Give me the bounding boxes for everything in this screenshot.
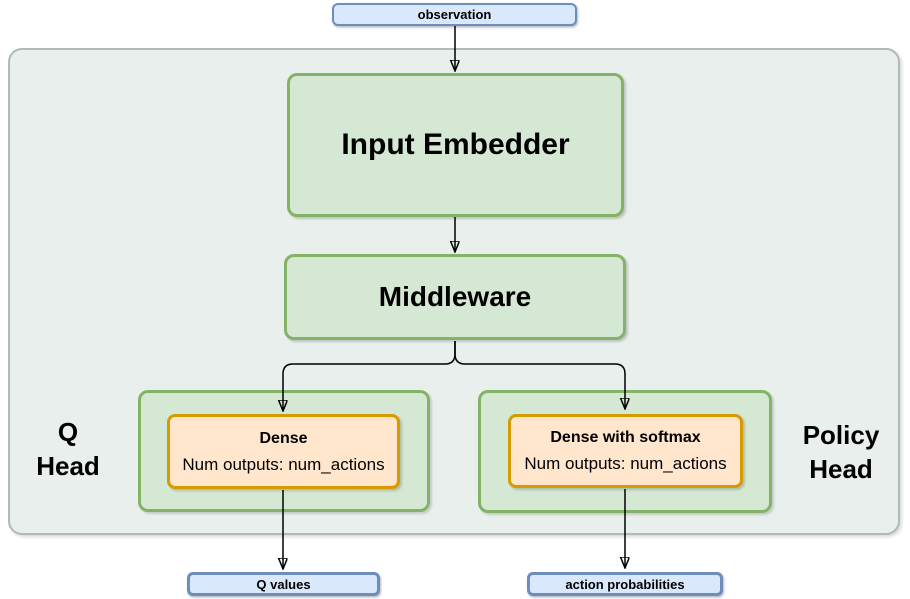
q-dense-node: Dense Num outputs: num_actions bbox=[167, 414, 400, 489]
q-dense-subtitle: Num outputs: num_actions bbox=[182, 454, 385, 474]
action-probabilities-node: action probabilities bbox=[527, 572, 723, 596]
middleware-label: Middleware bbox=[378, 281, 532, 312]
observation-node: observation bbox=[332, 3, 577, 26]
policy-head-label: Policy Head bbox=[802, 420, 880, 484]
policy-dense-subtitle: Num outputs: num_actions bbox=[524, 454, 727, 473]
q-values-node: Q values bbox=[187, 572, 380, 596]
policy-dense-title: Dense with softmax bbox=[550, 429, 701, 446]
input-embedder-label: Input Embedder bbox=[341, 128, 570, 161]
action-probabilities-label: action probabilities bbox=[565, 576, 685, 592]
observation-label: observation bbox=[417, 7, 492, 22]
q-head-label: Q Head bbox=[36, 417, 100, 481]
policy-dense-node: Dense with softmax Num outputs: num_acti… bbox=[508, 414, 743, 488]
q-values-label: Q values bbox=[256, 576, 311, 592]
input-embedder-node: Input Embedder bbox=[287, 73, 624, 217]
q-dense-title: Dense bbox=[259, 429, 308, 447]
middleware-node: Middleware bbox=[284, 254, 626, 340]
